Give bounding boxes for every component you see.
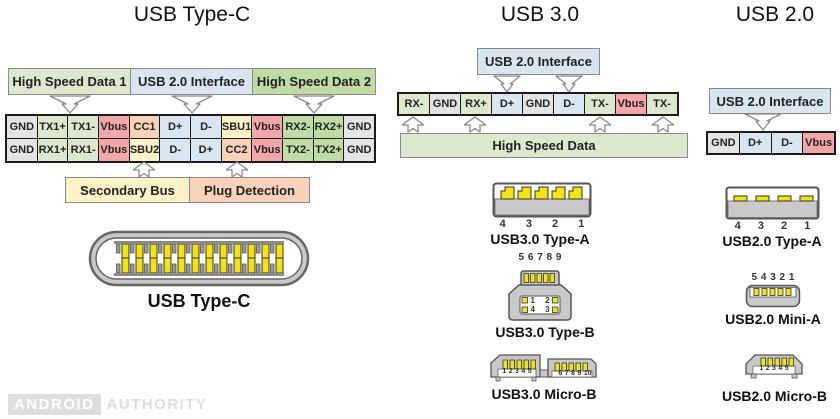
usb3-micro-b-label: USB3.0 Micro-B bbox=[491, 386, 597, 402]
usb3-type-b-label: USB3.0 Type-B bbox=[495, 324, 595, 340]
usb2-pin-row: GND D+ D- Vbus bbox=[708, 133, 834, 153]
usb2-type-a-pin-numbers: 4 3 2 1 bbox=[734, 220, 811, 232]
usb3-type-a-connector-drawing bbox=[492, 182, 592, 218]
flow-arrow-down-icon bbox=[555, 75, 583, 93]
usb3-micro-b-pin-numbers-right: 6 7 8 9 10 bbox=[558, 370, 592, 377]
pin-cell: SBU2 bbox=[128, 139, 160, 161]
watermark-suffix: AUTHORITY bbox=[106, 396, 208, 413]
pin-cell: D- bbox=[159, 139, 191, 161]
pin-cell: GND bbox=[429, 94, 460, 114]
flow-arrow-down-icon bbox=[493, 75, 521, 93]
pin-cell: D- bbox=[190, 116, 221, 138]
usb3-type-a-label: USB3.0 Type-A bbox=[490, 231, 590, 247]
pin-cell: RX2+ bbox=[312, 116, 344, 138]
section-title-usb-3-0: USB 3.0 bbox=[500, 3, 580, 26]
typec-pin-row-top: GND TX1+ TX1- Vbus CC1 D+ D- SBU1 Vbus R… bbox=[7, 116, 375, 138]
typec-pin-table: GND TX1+ TX1- Vbus CC1 D+ D- SBU1 Vbus R… bbox=[5, 114, 376, 163]
usb3-micro-b-connector-drawing bbox=[490, 354, 597, 382]
label-usb2-interface-usb2: USB 2.0 Interface bbox=[709, 88, 831, 114]
label-secondary-bus: Secondary Bus bbox=[65, 177, 190, 203]
pin-cell: RX1- bbox=[67, 139, 99, 161]
section-title-usb-2-0: USB 2.0 bbox=[735, 3, 815, 26]
label-high-speed-data-usb3: High Speed Data bbox=[400, 133, 688, 158]
pin-cell: TX- bbox=[584, 94, 615, 114]
watermark-brand-badge: ANDROID bbox=[8, 394, 101, 415]
typec-pin-row-bottom: GND RX1+ RX1- Vbus SBU2 D- D+ CC2 Vbus T… bbox=[7, 138, 375, 161]
pin-cell: D+ bbox=[159, 116, 191, 138]
usb3-micro-b-pin-numbers-left: 1 2 3 4 5 bbox=[502, 368, 532, 375]
pin-cell: SBU1 bbox=[220, 116, 252, 138]
section-title-usb-type-c: USB Type-C bbox=[133, 3, 251, 26]
usb2-micro-b-pin-numbers: 1 2 3 4 5 bbox=[759, 365, 789, 372]
usb-typec-connector-drawing bbox=[88, 230, 310, 287]
pin-cell: TX- bbox=[646, 94, 677, 114]
flow-arrow-down-icon bbox=[171, 95, 213, 114]
pin-cell: RX2- bbox=[282, 116, 313, 138]
flow-arrow-down-icon bbox=[293, 95, 335, 114]
usb2-pin-table: GND D+ D- Vbus bbox=[706, 131, 836, 155]
usb3-pin-row: RX- GND RX+ D+ GND D- TX- Vbus TX- bbox=[399, 94, 677, 114]
pin-cell: GND bbox=[522, 94, 553, 114]
pin-cell: GND bbox=[7, 116, 37, 138]
pin-cell: CC2 bbox=[220, 139, 252, 161]
pin-cell: GND bbox=[7, 139, 37, 161]
pin-cell: TX1- bbox=[67, 116, 99, 138]
usb2-mini-a-connector-drawing bbox=[745, 284, 801, 308]
flow-arrow-up-icon bbox=[226, 161, 248, 178]
usb2-micro-b-label: USB2.0 Micro-B bbox=[721, 388, 828, 404]
usb3-type-a-pin-numbers: 4 3 2 1 bbox=[499, 218, 585, 230]
flow-arrow-up-icon bbox=[464, 116, 486, 133]
pin-cell: TX1+ bbox=[36, 116, 68, 138]
usb3-type-b-pin-numbers-top: 5 6 7 8 9 bbox=[518, 252, 562, 263]
pin-cell: Vbus bbox=[802, 133, 834, 153]
flow-arrow-up-icon bbox=[402, 116, 424, 133]
label-high-speed-data-2: High Speed Data 2 bbox=[252, 68, 376, 95]
watermark: ANDROID AUTHORITY bbox=[8, 394, 208, 415]
pin-cell: Vbus bbox=[251, 139, 283, 161]
pin-cell: RX+ bbox=[460, 94, 491, 114]
usb2-mini-a-label: USB2.0 Mini-A bbox=[725, 311, 821, 327]
usb3-type-b-pin-numbers-inner-bottom: 4 3 bbox=[530, 305, 550, 314]
pin-cell: GND bbox=[343, 139, 375, 161]
pin-cell: RX- bbox=[399, 94, 429, 114]
usb2-mini-a-pin-numbers: 5 4 3 2 1 bbox=[751, 272, 795, 283]
pin-cell: Vbus bbox=[98, 116, 129, 138]
flow-arrow-down-icon bbox=[744, 113, 782, 131]
pin-cell: D- bbox=[770, 133, 803, 153]
pin-cell: CC1 bbox=[128, 116, 160, 138]
pin-cell: GND bbox=[343, 116, 375, 138]
pin-cell: RX1+ bbox=[36, 139, 68, 161]
flow-arrow-up-icon bbox=[652, 116, 674, 133]
label-plug-detection: Plug Detection bbox=[189, 177, 310, 203]
pin-cell: D+ bbox=[190, 139, 221, 161]
pin-cell: Vbus bbox=[251, 116, 283, 138]
pin-cell: GND bbox=[708, 133, 739, 153]
usb3-pin-table: RX- GND RX+ D+ GND D- TX- Vbus TX- bbox=[397, 92, 679, 116]
label-usb2-interface-usb3: USB 2.0 Interface bbox=[477, 48, 600, 75]
pin-cell: D+ bbox=[738, 133, 771, 153]
pin-cell: TX2- bbox=[282, 139, 313, 161]
pin-cell: D- bbox=[553, 94, 584, 114]
usb2-type-a-connector-drawing bbox=[725, 186, 820, 220]
label-high-speed-data-1: High Speed Data 1 bbox=[8, 68, 131, 95]
flow-arrow-up-icon bbox=[133, 161, 155, 178]
usb3-type-b-connector-drawing bbox=[508, 270, 572, 321]
pin-cell: TX2+ bbox=[312, 139, 344, 161]
flow-arrow-down-icon bbox=[49, 95, 91, 114]
label-usb2-interface-typec: USB 2.0 Interface bbox=[130, 68, 253, 95]
usb3-type-b-pin-numbers-inner-top: 1 2 bbox=[530, 296, 550, 305]
usb2-type-a-label: USB2.0 Type-A bbox=[722, 233, 822, 249]
pin-cell: D+ bbox=[491, 94, 522, 114]
pin-cell: Vbus bbox=[615, 94, 646, 114]
pin-cell: Vbus bbox=[98, 139, 129, 161]
flow-arrow-up-icon bbox=[589, 116, 611, 133]
typec-connector-label: USB Type-C bbox=[147, 291, 251, 311]
usb2-micro-b-connector-drawing bbox=[745, 354, 803, 379]
